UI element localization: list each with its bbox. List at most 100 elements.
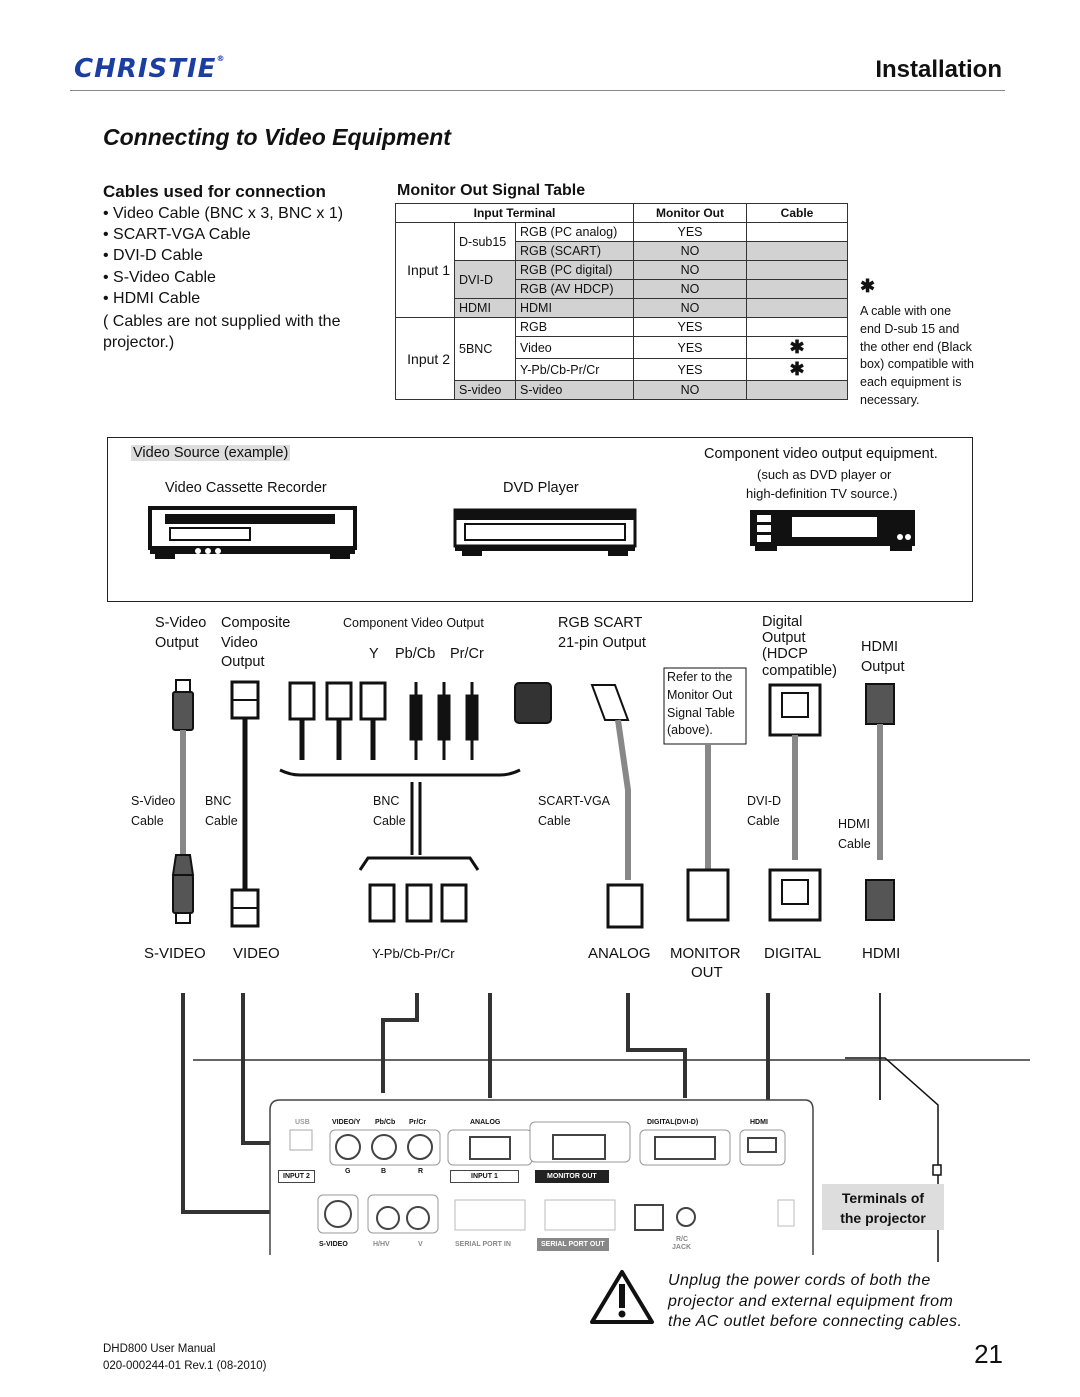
component-note: (such as DVD player or bbox=[757, 467, 892, 482]
table-cell: RGB (PC analog) bbox=[515, 222, 634, 242]
port-monitor-label: OUT bbox=[691, 964, 723, 981]
warning-icon bbox=[590, 1270, 654, 1324]
table-cell bbox=[746, 380, 848, 400]
monitor-out-table: Input Terminal Monitor Out Cable Input 1… bbox=[395, 203, 848, 400]
list-item: • SCART-VGA Cable bbox=[103, 226, 251, 244]
port-analog-label: ANALOG bbox=[588, 945, 651, 962]
table-cell: NO bbox=[633, 260, 747, 280]
table-heading: Monitor Out Signal Table bbox=[397, 182, 586, 199]
svideo-cable bbox=[171, 679, 195, 924]
cables-heading: Cables used for connection bbox=[103, 182, 326, 201]
video-source-label: Video Source (example) bbox=[131, 445, 291, 461]
panel-analog: ANALOG bbox=[470, 1119, 501, 1126]
panel-usb: USB bbox=[295, 1119, 310, 1126]
panel-pb: Pb/Cb bbox=[375, 1119, 396, 1126]
table-cell: ✱ bbox=[746, 358, 848, 381]
panel-b: B bbox=[381, 1168, 387, 1175]
pr-label: Pr/Cr bbox=[450, 646, 484, 662]
panel-serial-in: SERIAL PORT IN bbox=[455, 1241, 511, 1248]
panel-monitor-out: MONITOR OUT bbox=[535, 1170, 609, 1183]
port-hdmi-label: HDMI bbox=[862, 945, 901, 962]
table-cell: S-video bbox=[515, 380, 634, 400]
power-cord bbox=[845, 1057, 942, 1176]
col-header: Monitor Out bbox=[633, 203, 747, 223]
page-title: Connecting to Video Equipment bbox=[103, 124, 451, 150]
list-item: • HDMI Cable bbox=[103, 289, 201, 307]
video-source-box bbox=[107, 437, 973, 602]
hdmi-cable bbox=[865, 683, 895, 921]
page-number: 21 bbox=[974, 1339, 1003, 1369]
christie-logo: CHRISTIE® bbox=[74, 54, 226, 84]
input2-label: Input 2 bbox=[395, 317, 455, 400]
dvd-label: DVD Player bbox=[503, 480, 579, 496]
table-cell: NO bbox=[633, 380, 747, 400]
table-cell: YES bbox=[633, 358, 747, 381]
panel-g: G bbox=[345, 1168, 351, 1175]
table-cell: RGB (SCART) bbox=[515, 241, 634, 261]
list-item: • DVI-D Cable bbox=[103, 247, 203, 265]
table-cell: YES bbox=[633, 222, 747, 242]
panel-digital: DIGITAL(DVI-D) bbox=[647, 1119, 699, 1126]
list-item: • Video Cable (BNC x 3, BNC x 1) bbox=[103, 205, 344, 222]
panel-hhv: H/HV bbox=[373, 1241, 390, 1248]
panel-rc: R/C bbox=[676, 1236, 689, 1243]
panel-serial-out: SERIAL PORT OUT bbox=[537, 1238, 609, 1251]
pb-label: Pb/Cb bbox=[395, 646, 436, 662]
port-video-label: VIDEO bbox=[233, 945, 280, 962]
header-divider bbox=[70, 90, 1005, 91]
panel-v: V bbox=[418, 1241, 423, 1248]
dvd-icon bbox=[453, 508, 637, 556]
panel-input1: INPUT 1 bbox=[450, 1170, 519, 1183]
port-digital-label: DIGITAL bbox=[764, 945, 822, 962]
port-monitor-label: MONITOR bbox=[670, 945, 741, 962]
port-ypbpr-label: Y-Pb/Cb-Pr/Cr bbox=[372, 946, 455, 961]
table-cell: Y-Pb/Cb-Pr/Cr bbox=[515, 358, 634, 381]
list-item: • S-Video Cable bbox=[103, 268, 216, 286]
bnc3-cable bbox=[279, 681, 521, 923]
bnc-label: 5BNC bbox=[454, 317, 516, 381]
section-title: Installation bbox=[875, 56, 1002, 83]
component-equipment-label: Component video output equipment. bbox=[704, 446, 938, 462]
cables-list: • Video Cable (BNC x 3, BNC x 1) • SCART… bbox=[103, 203, 343, 354]
panel-svideo: S-VIDEO bbox=[319, 1241, 348, 1248]
component-source-icon bbox=[750, 510, 915, 551]
component-note: high-definition TV source.) bbox=[746, 486, 898, 501]
hdmi-label: HDMI bbox=[454, 298, 516, 318]
table-cell bbox=[746, 241, 848, 261]
y-label: Y bbox=[369, 646, 379, 662]
dvid-label: DVI-D bbox=[454, 260, 516, 299]
panel-r: R bbox=[418, 1168, 424, 1175]
table-cell: NO bbox=[633, 279, 747, 299]
vcr-label: Video Cassette Recorder bbox=[165, 480, 327, 496]
table-cell: NO bbox=[633, 241, 747, 261]
dvi-cable bbox=[768, 683, 822, 922]
component-output-label: Component Video Output bbox=[343, 616, 484, 630]
panel-input2: INPUT 2 bbox=[278, 1170, 315, 1183]
vcr-icon bbox=[148, 506, 357, 559]
star-mark: ✱ bbox=[860, 276, 876, 296]
panel-jack: JACK bbox=[672, 1244, 692, 1251]
monitor-out-cable bbox=[663, 667, 747, 922]
panel-hdmi: HDMI bbox=[750, 1119, 768, 1126]
svideo-label: S-video bbox=[454, 380, 516, 400]
bnc-cable bbox=[230, 680, 260, 928]
scart-cable bbox=[514, 682, 644, 929]
